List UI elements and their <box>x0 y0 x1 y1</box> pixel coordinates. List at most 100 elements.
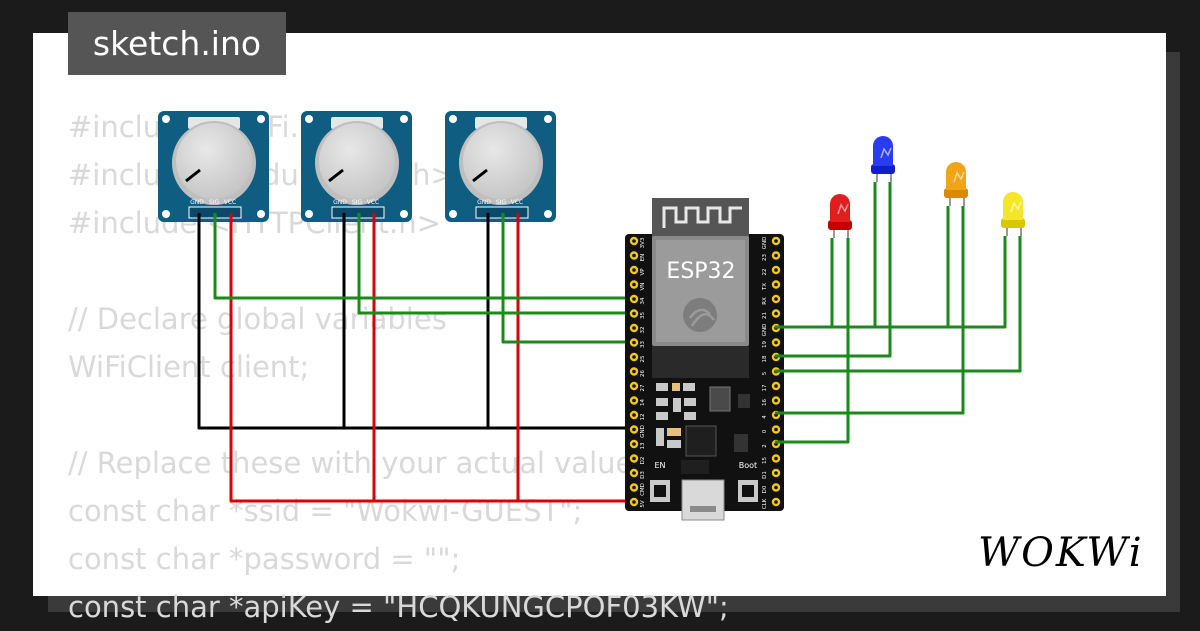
pin-hole <box>774 340 778 345</box>
pin-hole <box>774 500 778 504</box>
pin-hole <box>774 471 778 475</box>
pin-hole <box>632 282 636 287</box>
pin-label: EN <box>640 254 646 262</box>
pin-hole <box>774 311 778 316</box>
wire-sig-1 <box>213 213 634 300</box>
pin-hole <box>632 340 636 345</box>
pin-hole <box>632 253 636 258</box>
wire-vcc-1 <box>229 213 634 503</box>
boot-label: Boot <box>739 461 757 470</box>
pin-hole <box>632 485 636 490</box>
pin-label: GND <box>640 425 646 438</box>
pin-label: 12 <box>640 414 646 421</box>
pin-label: RX <box>762 297 768 305</box>
wokwi-logo-icon: WOKWi <box>978 530 1144 576</box>
pin-label: 26 <box>640 370 646 377</box>
potentiometer-2[interactable]: GND SIG VCC <box>301 111 412 222</box>
code-line: const char *password = ""; <box>68 542 461 576</box>
pot-pin-label: SIG <box>209 199 220 206</box>
pot-pin-label: GND <box>333 199 347 206</box>
pin-label: 16 <box>762 399 768 406</box>
led-red[interactable] <box>828 194 852 238</box>
wire-sig-2 <box>357 213 634 315</box>
wokwi-logo: WOKWi <box>976 522 1148 584</box>
pot-pin-label: VCC <box>367 199 379 206</box>
pin-hole <box>774 297 778 301</box>
pin-hole <box>774 398 778 403</box>
wire-led-yellow <box>775 236 1022 373</box>
pot-pin-label: GND <box>190 199 204 206</box>
pot-pin-label: SIG <box>496 199 507 206</box>
pin-label: 22 <box>762 269 768 276</box>
pot-pin-label: GND <box>477 199 491 206</box>
pin-label: CMD <box>640 483 646 496</box>
pin-label: 25 <box>640 355 646 362</box>
pin-label: 0 <box>762 429 768 433</box>
potentiometer-3[interactable]: GND SIG VCC <box>445 111 556 222</box>
pin-label: 23 <box>762 254 768 261</box>
pin-hole <box>774 485 778 490</box>
esp32-label: ESP32 <box>666 259 735 284</box>
pin-hole <box>632 268 636 272</box>
pin-label: 32 <box>640 327 646 334</box>
wire-sig-3 <box>501 213 634 344</box>
pin-label: D3 <box>640 471 646 479</box>
usb-connector <box>681 479 725 521</box>
pin-hole <box>774 427 778 432</box>
pin-label: GND <box>762 324 768 337</box>
pin-label: 14 <box>640 399 646 406</box>
pin-label: 2 <box>762 444 768 448</box>
pin-hole <box>632 500 636 504</box>
pin-hole <box>632 297 636 301</box>
pin-hole <box>774 253 778 258</box>
led-yellow[interactable] <box>1001 192 1025 236</box>
pin-label: 17 <box>762 384 768 391</box>
pin-label: GND <box>762 237 768 250</box>
pin-label: 13 <box>640 442 646 449</box>
pin-hole <box>632 384 636 388</box>
pin-label: 15 <box>762 457 768 464</box>
pot-wires <box>197 213 634 503</box>
pin-hole <box>774 384 778 388</box>
pot-pin-label: VCC <box>224 199 236 206</box>
pin-label: 33 <box>640 341 646 348</box>
wire-led-blue <box>775 182 892 358</box>
pin-label: TX <box>762 283 768 291</box>
pin-hole <box>632 442 636 446</box>
pin-hole <box>774 239 778 243</box>
pin-hole <box>632 369 636 374</box>
pin-hole <box>632 326 636 330</box>
wire-led-orange <box>775 206 965 415</box>
wire-led-red <box>775 238 850 444</box>
logo-text: WOKWi <box>978 530 1144 576</box>
pin-label: 18 <box>762 355 768 362</box>
potentiometer-1[interactable]: GND SIG VCC <box>158 111 269 222</box>
file-tab[interactable]: sketch.ino <box>68 12 286 75</box>
pin-label: 21 <box>762 312 768 319</box>
en-label: EN <box>654 461 665 470</box>
pot-pin-label: SIG <box>352 199 363 206</box>
pin-label: 27 <box>640 384 646 391</box>
pin-label: 34 <box>640 297 646 304</box>
pin-label: D2 <box>640 457 646 465</box>
pin-label: CLK <box>762 498 768 509</box>
pin-hole <box>632 239 636 243</box>
esp32-board[interactable]: ESP32 EN Boot <box>625 198 784 521</box>
pin-hole <box>632 355 636 359</box>
code-line: const char *apiKey = "HCQKUNGCPOF03KW"; <box>68 590 729 624</box>
code-line: WiFiClient client; <box>68 350 310 384</box>
en-button[interactable] <box>650 480 670 502</box>
pin-label: VN <box>640 283 646 291</box>
pin-hole <box>632 311 636 316</box>
pin-label: 5V <box>640 500 646 507</box>
pin-hole <box>774 282 778 287</box>
led-wires <box>775 182 1022 444</box>
pin-label: 3V3 <box>640 237 646 248</box>
wire-led-gnd-bus <box>775 236 1007 329</box>
led-orange[interactable] <box>944 162 968 206</box>
pin-label: D1 <box>762 471 768 479</box>
boot-button[interactable] <box>738 480 758 502</box>
pot-pin-label: VCC <box>511 199 523 206</box>
led-blue[interactable] <box>871 136 895 182</box>
